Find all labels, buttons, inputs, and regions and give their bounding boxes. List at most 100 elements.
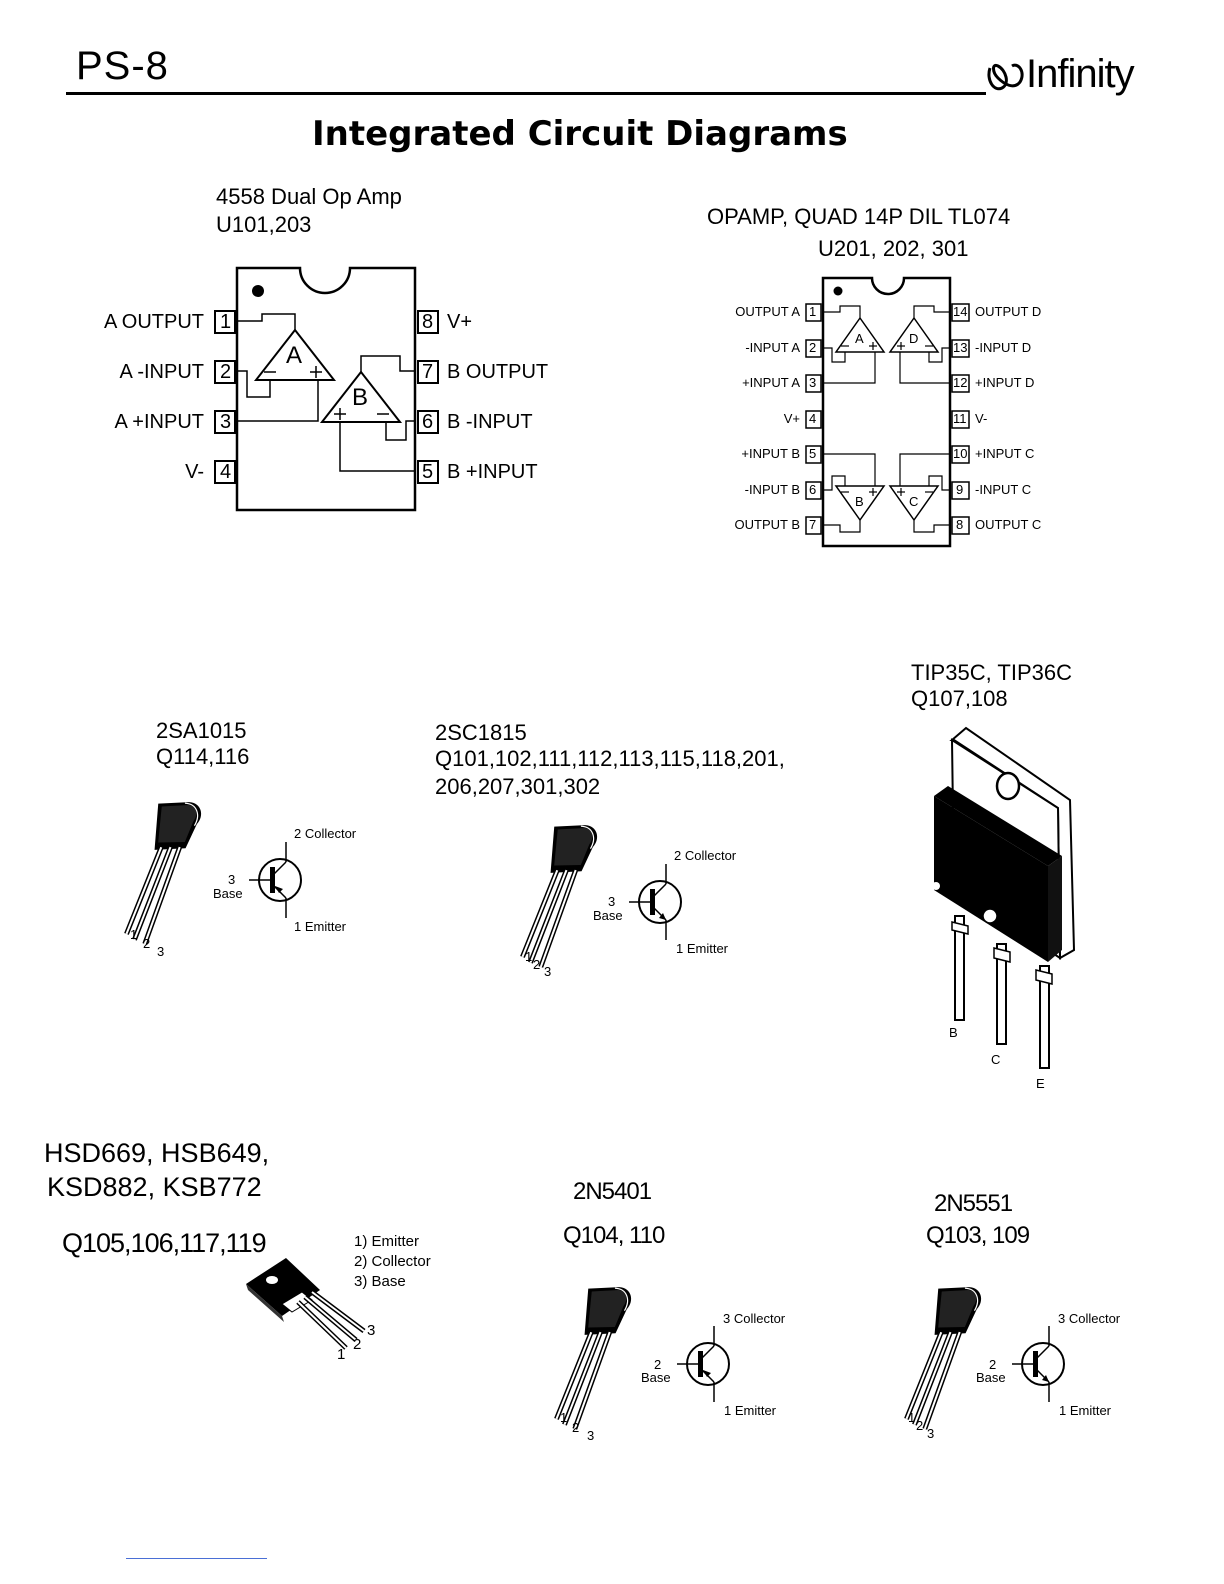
lead-label: C (991, 1052, 1001, 1067)
base-pin-num: 3 (228, 872, 236, 887)
pin-num: 7 (422, 361, 434, 383)
lead-label: E (1036, 1076, 1045, 1091)
lead-num: 3 (544, 964, 552, 979)
amp-label: A (855, 331, 864, 346)
collector-label: 3 Collector (723, 1311, 786, 1326)
collector-label: 2 Collector (294, 826, 357, 841)
pin-num: 3 (220, 411, 232, 433)
part-refs: Q103, 109 (926, 1222, 1030, 1249)
pin-label: A -INPUT (119, 361, 204, 383)
pin-label: V+ (447, 311, 473, 333)
amp-label: C (909, 494, 919, 509)
pin-num: 5 (422, 461, 434, 483)
ic-4558-title: 4558 Dual Op Amp (216, 184, 402, 209)
ic-4558-refs: U101,203 (216, 212, 312, 237)
lead-num: 1 (130, 927, 138, 942)
pinout-item: 3) Base (354, 1273, 406, 1290)
pin-num: 2 (220, 361, 232, 383)
page-id: PS-8 (76, 44, 169, 88)
brand-name: Infinity (1026, 52, 1135, 96)
pin-label: B -INPUT (447, 411, 533, 433)
lead-num: 1 (908, 1410, 916, 1425)
part-refs: 206,207,301,302 (435, 774, 601, 799)
pin-num: 12 (953, 375, 968, 390)
part-name: 2N5401 (573, 1178, 652, 1205)
pin-label: OUTPUT C (975, 517, 1042, 532)
part-name: TIP35C, TIP36C (911, 660, 1072, 685)
base-label: Base (213, 886, 243, 901)
footer-rule (126, 1558, 267, 1559)
lead-num: 2 (572, 1420, 580, 1435)
emitter-label: 1 Emitter (1059, 1403, 1112, 1418)
pin-label: OUTPUT A (735, 304, 800, 319)
pin-label: -INPUT D (975, 340, 1032, 355)
lead-num: 1 (337, 1346, 346, 1363)
pin-num: 9 (956, 482, 964, 497)
lead-num: 2 (533, 957, 541, 972)
lead-num: 2 (916, 1418, 924, 1433)
pin-num: 2 (809, 340, 817, 355)
part-name: 2SA1015 (156, 718, 247, 743)
pin-label: -INPUT A (745, 340, 800, 355)
header-rule (66, 92, 986, 95)
lead-label: B (949, 1025, 958, 1040)
pin-num: 11 (953, 411, 967, 426)
part-refs: Q107,108 (911, 686, 1008, 711)
part-refs: Q104, 110 (563, 1222, 665, 1249)
pin-num: 8 (956, 517, 964, 532)
base-pin-num: 3 (608, 894, 616, 909)
part-refs: Q105,106,117,119 (62, 1228, 267, 1258)
emitter-label: 1 Emitter (724, 1403, 777, 1418)
pin-label: +INPUT B (741, 446, 800, 461)
pin-label: A +INPUT (114, 411, 204, 433)
pin-num: 4 (809, 411, 817, 426)
pin-label: V- (185, 461, 204, 483)
pin-num: 4 (220, 461, 232, 483)
pin-num: 6 (809, 482, 817, 497)
part-name: HSD669, HSB649, (44, 1138, 270, 1168)
pin-label: V- (975, 411, 988, 426)
pin-num: 8 (422, 311, 434, 333)
pin-label: +INPUT A (742, 375, 800, 390)
pin-num: 14 (953, 304, 968, 319)
ic-tl074-refs: U201, 202, 301 (818, 236, 969, 261)
pin-num: 3 (809, 375, 817, 390)
collector-label: 2 Collector (674, 848, 737, 863)
pin-num: 6 (422, 411, 434, 433)
pinout-item: 2) Collector (354, 1253, 431, 1270)
emitter-label: 1 Emitter (676, 941, 729, 956)
pin-label: B OUTPUT (447, 361, 549, 383)
amp-a-label: A (286, 342, 303, 369)
lead-num: 1 (525, 949, 533, 964)
infinity-logo-mark-icon (987, 63, 1024, 91)
pin-label: +INPUT C (975, 446, 1035, 461)
pin-label: V+ (783, 411, 800, 426)
pin-label: +INPUT D (975, 375, 1035, 390)
amp-b-label: B (352, 384, 369, 411)
pin-label: A OUTPUT (103, 311, 204, 333)
page-title: Integrated Circuit Diagrams (312, 114, 848, 154)
pin-label: B +INPUT (447, 461, 538, 483)
lead-num: 3 (587, 1428, 595, 1443)
part-name: 2SC1815 (435, 720, 527, 745)
lead-num: 2 (143, 936, 151, 951)
emitter-label: 1 Emitter (294, 919, 347, 934)
pin-num: 7 (809, 517, 817, 532)
amp-label: B (855, 494, 864, 509)
lead-num: 3 (927, 1426, 935, 1441)
part-name: 2N5551 (934, 1190, 1013, 1217)
base-label: Base (641, 1370, 671, 1385)
base-pin-num: 2 (989, 1357, 997, 1372)
amp-label: D (909, 331, 919, 346)
pin-num: 1 (809, 304, 817, 319)
pin-num: 10 (953, 446, 968, 461)
lead-num: 3 (367, 1322, 376, 1339)
base-pin-num: 2 (654, 1357, 662, 1372)
pin-num: 1 (220, 311, 232, 333)
lead-num: 3 (157, 944, 165, 959)
pin-num: 13 (953, 340, 968, 355)
